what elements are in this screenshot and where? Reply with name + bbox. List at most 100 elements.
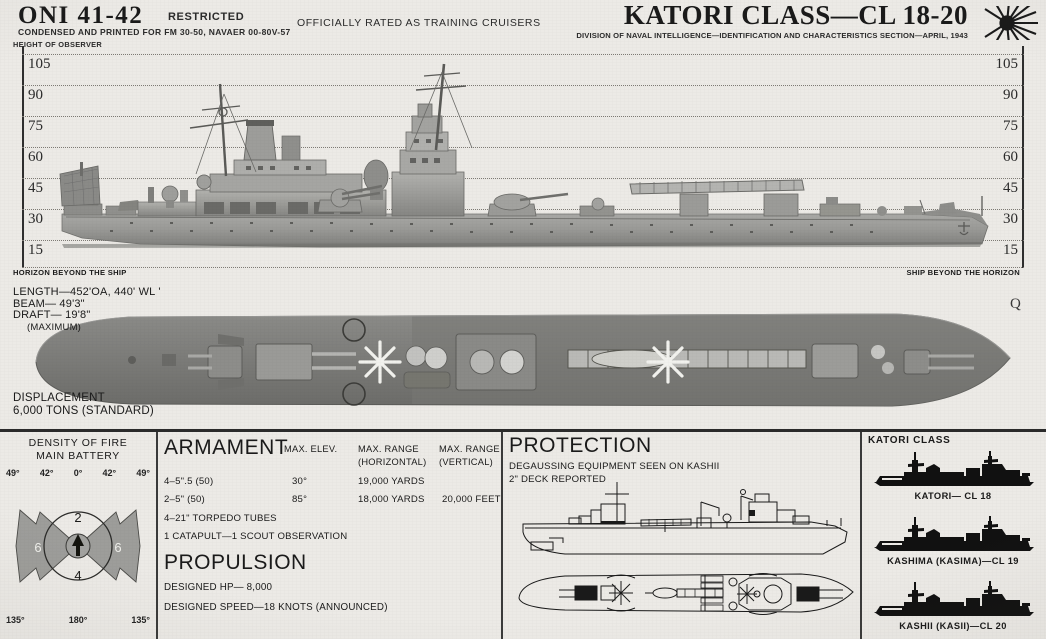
armament-elev: 30°: [292, 476, 308, 487]
restricted-label: RESTRICTED: [168, 11, 245, 23]
propulsion-speed: DESIGNED SPEED—18 KNOTS (ANNOUNCED): [164, 602, 388, 613]
scale-label-right-105: 105: [995, 56, 1019, 72]
angle-top-0: 49°: [6, 468, 20, 478]
density-top-angles: 49° 42° 0° 42° 49°: [0, 468, 156, 478]
scale-label-left-105: 105: [28, 56, 51, 72]
propulsion-hp: DESIGNED HP— 8,000: [164, 582, 273, 593]
kashima-silhouette-icon: [874, 516, 1034, 551]
scale-label-left-90: 90: [28, 87, 43, 103]
armament-torpedo-note: 4–21" TORPEDO TUBES: [164, 513, 277, 524]
gridline-base: [22, 267, 1024, 268]
class-list-panel: KATORI CLASS: [860, 432, 1046, 639]
armament-range-h: 19,000 YARDS: [358, 476, 425, 487]
angle-bottom-2: 135°: [131, 615, 150, 625]
density-title-line2: MAIN BATTERY: [36, 449, 120, 462]
ship-beyond-horizon-label: SHIP BEYOND THE HORIZON: [906, 268, 1020, 277]
horizon-beyond-ship-label: HORIZON BEYOND THE SHIP: [13, 268, 127, 277]
scale-label-right-45: 45: [1003, 180, 1018, 196]
density-forward-value: 2: [74, 510, 81, 525]
class-ship-label: KATORI— CL 18: [914, 491, 992, 501]
gridline-105: [22, 54, 1024, 55]
protection-line-drawings: [518, 482, 854, 615]
class-title: KATORI CLASS—CL 18-20: [623, 0, 968, 30]
angle-bottom-0: 135°: [6, 615, 25, 625]
displacement-title: DISPLACEMENT: [13, 392, 105, 404]
class-ship-entry: KASHIMA (KASIMA)—CL 19: [860, 515, 1046, 566]
density-bottom-angles: 135° 180° 135°: [0, 615, 156, 625]
height-of-observer-label: HEIGHT OF OBSERVER: [13, 40, 103, 49]
angle-bottom-1: 180°: [68, 615, 88, 625]
scale-axis-left: [22, 46, 24, 268]
protection-title: PROTECTION: [509, 434, 652, 457]
density-aft-value: 4: [74, 568, 81, 583]
profile-view-panel: 105 90 75 60 45 30 15 105 90 75 60 45 30…: [0, 46, 1046, 284]
class-ship-entry: KASHII (KASII)—CL 20: [860, 580, 1046, 631]
armament-catapult-note: 1 CATAPULT—1 SCOUT OBSERVATION: [164, 531, 348, 542]
density-of-fire-title: DENSITY OF FIRE MAIN BATTERY: [0, 437, 156, 462]
panel-divider-1: [156, 432, 158, 639]
beam-value: BEAM— 49'3": [13, 297, 85, 310]
gridline-90: [22, 85, 1024, 86]
density-starboard-value: 6: [114, 540, 121, 555]
scale-label-right-30: 30: [1003, 211, 1018, 227]
armament-header-range-horizontal: MAX. RANGE: [358, 444, 419, 454]
displacement-block: DISPLACEMENT 6,000 TONS (STANDARD): [13, 392, 154, 418]
panel-divider-2: [501, 432, 503, 639]
condensed-print-note: CONDENSED AND PRINTED FOR FM 30-50, NAVA…: [18, 27, 291, 37]
scale-axis-right: [1022, 46, 1024, 268]
q-mark: Q: [1010, 296, 1021, 312]
length-value: LENGTH—452'OA, 440' WL ': [13, 286, 161, 298]
armament-range-h: 18,000 YARDS: [358, 494, 425, 505]
ship-profile-photograph: [59, 63, 989, 248]
protection-degaussing-note: DEGAUSSING EQUIPMENT SEEN ON KASHII: [509, 461, 720, 472]
document-header: ONI 41-42 RESTRICTED CONDENSED AND PRINT…: [0, 0, 1046, 49]
armament-gun: 4–5".5 (50): [164, 476, 214, 487]
angle-top-1: 42°: [39, 468, 54, 478]
division-line: DIVISION OF NAVAL INTELLIGENCE—IDENTIFIC…: [576, 31, 968, 40]
katori-silhouette-icon: [874, 451, 1034, 486]
angle-top-2: 0°: [73, 468, 83, 478]
scale-label-left-75: 75: [28, 118, 43, 134]
ship-plan-photograph: [35, 313, 1011, 407]
armament-range-v: 20,000 FEET: [442, 494, 501, 505]
armament-header-vertical-sub: (VERTICAL): [439, 457, 493, 467]
density-title-line1: DENSITY OF FIRE: [28, 437, 128, 449]
density-port-value: 6: [34, 540, 41, 555]
armament-header-range-vertical: MAX. RANGE: [439, 444, 500, 454]
scale-label-right-60: 60: [1003, 149, 1018, 165]
angle-top-4: 49°: [136, 468, 150, 478]
officially-rated-note: OFFICIALLY RATED AS TRAINING CRUISERS: [297, 17, 541, 29]
panel-top-rule: [0, 429, 1046, 432]
panel-divider-3: [860, 432, 862, 639]
scale-label-left-60: 60: [28, 149, 43, 165]
armament-panel: ARMAMENT MAX. ELEV. MAX. RANGE MAX. RANG…: [156, 432, 501, 639]
scale-label-right-15: 15: [1003, 242, 1018, 258]
gridline-60: [22, 147, 1024, 148]
scale-label-right-75: 75: [1003, 118, 1018, 134]
armament-title: ARMAMENT: [164, 436, 289, 459]
maximum-note: (MAXIMUM): [27, 321, 82, 333]
armament-row: 4–5".5 (50) 30° 19,000 YARDS: [164, 476, 501, 490]
displacement-value: 6,000 TONS (STANDARD): [13, 405, 154, 417]
bottom-panels: DENSITY OF FIRE MAIN BATTERY 49° 42° 0° …: [0, 429, 1046, 639]
protection-panel: PROTECTION DEGAUSSING EQUIPMENT SEEN ON …: [501, 432, 860, 639]
protection-deck-note: 2" DECK REPORTED: [509, 474, 607, 485]
scale-label-left-15: 15: [28, 242, 43, 258]
plan-view-panel: [0, 300, 1046, 428]
gridline-45: [22, 178, 1024, 179]
armament-row: 2–5" (50) 85° 18,000 YARDS 20,000 FEET: [164, 494, 501, 508]
class-list-title: KATORI CLASS: [868, 435, 951, 446]
dimensions-block: LENGTH—452'OA, 440' WL ' BEAM— 49'3" DRA…: [13, 286, 161, 333]
class-ship-entry: KATORI— CL 18: [860, 450, 1046, 501]
scale-label-left-45: 45: [28, 180, 43, 196]
oni-title: ONI 41-42: [18, 2, 144, 29]
armament-header-elevation: MAX. ELEV.: [284, 444, 338, 454]
class-ship-label: KASHII (KASII)—CL 20: [899, 621, 1007, 631]
draft-value: DRAFT— 19'8": [13, 309, 91, 321]
rising-sun-flag-icon: [984, 6, 1038, 40]
armament-header-horizontal-sub: (HORIZONTAL): [358, 457, 427, 467]
angle-top-3: 42°: [102, 468, 117, 478]
gridline-75: [22, 116, 1024, 117]
density-of-fire-panel: DENSITY OF FIRE MAIN BATTERY 49° 42° 0° …: [0, 432, 156, 639]
kashii-silhouette-icon: [874, 581, 1034, 616]
